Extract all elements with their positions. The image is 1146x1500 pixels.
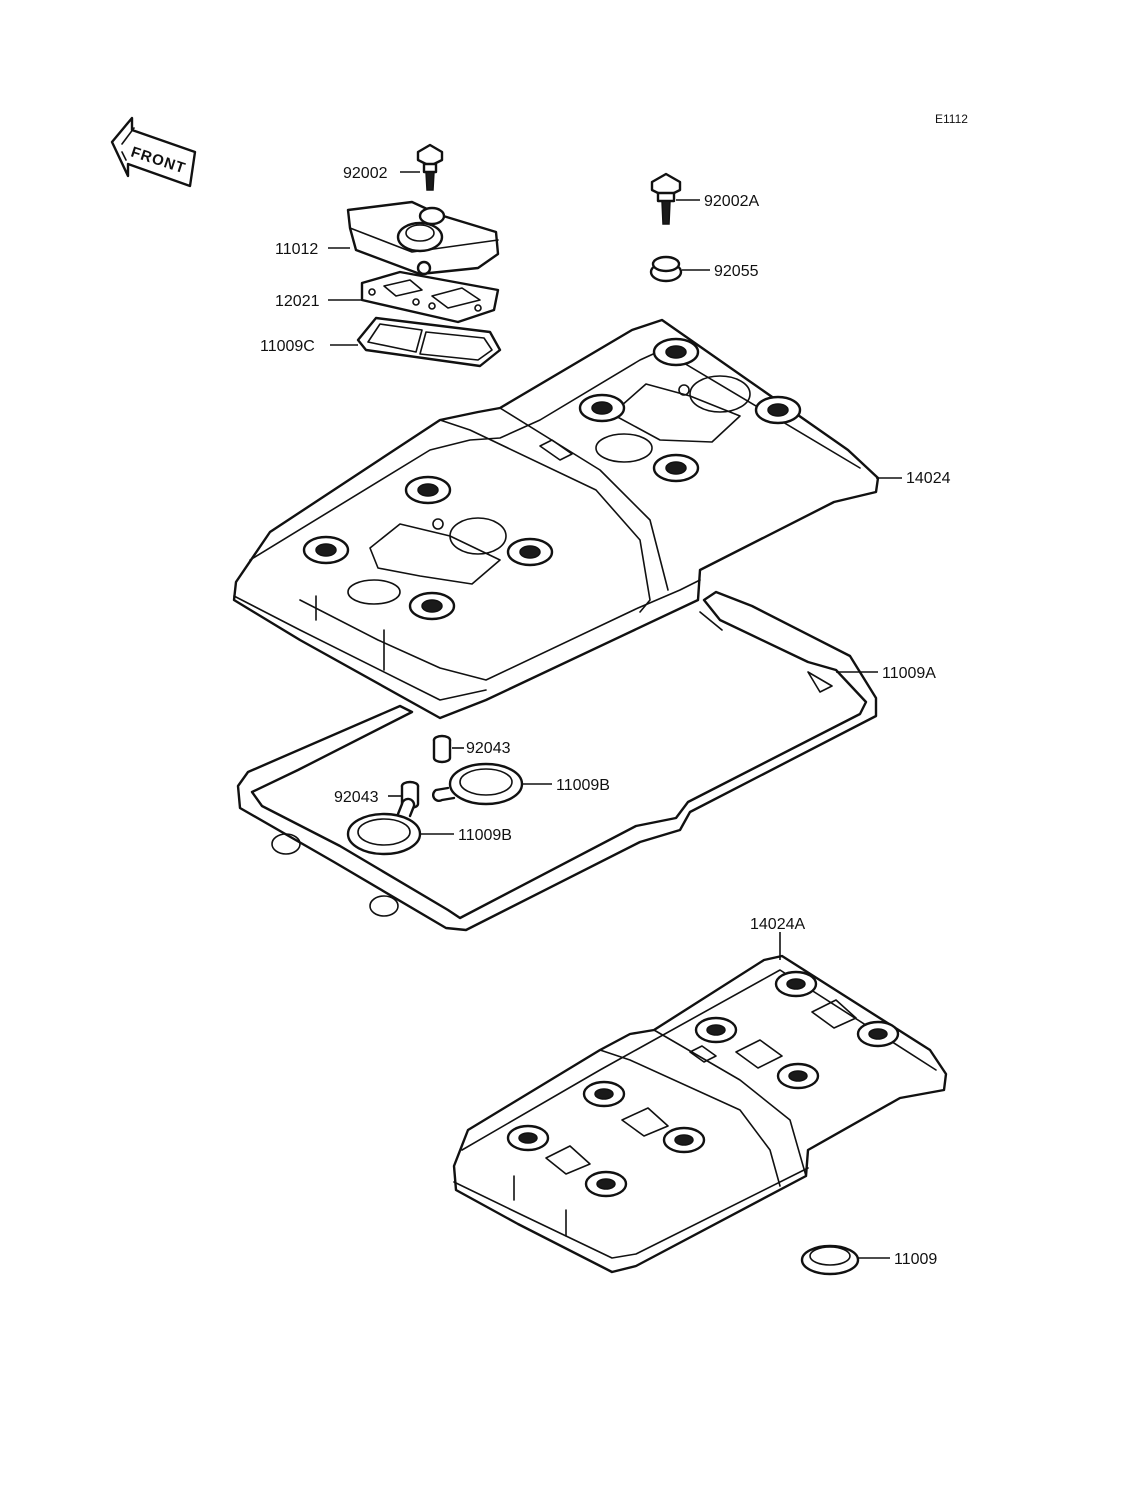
label-92043-lower: 92043 [334, 789, 379, 806]
label-11009B-upper: 11009B [556, 777, 610, 794]
dowel-pin-92043-upper [432, 734, 452, 764]
label-92055: 92055 [714, 263, 759, 280]
gasket-11009C [356, 316, 502, 368]
label-11009C: 11009C [260, 338, 315, 355]
label-11009A: 11009A [882, 665, 936, 682]
bolt-92002 [416, 143, 444, 191]
label-11009: 11009 [894, 1251, 937, 1268]
gasket-ring-11009 [800, 1244, 860, 1276]
label-12021: 12021 [275, 293, 320, 310]
label-11012: 11012 [275, 241, 318, 258]
bolt-92002A [650, 172, 682, 225]
grommet-92055 [649, 255, 683, 283]
label-14024: 14024 [906, 470, 951, 487]
head-cover-gasket-11009A [236, 590, 878, 932]
label-92043-upper: 92043 [466, 740, 511, 757]
label-92002: 92002 [343, 165, 388, 182]
label-11009B-lower: 11009B [458, 827, 512, 844]
cylinder-head-cover-14024 [232, 318, 880, 720]
spark-plug-seal-icon [302, 337, 802, 621]
label-14024A: 14024A [750, 916, 805, 933]
figure-code: E1112 [935, 112, 968, 126]
plate-12021 [360, 270, 500, 324]
plug-gasket-11009B-lower [346, 797, 422, 856]
plug-gasket-11009B-upper [431, 762, 524, 806]
label-92002A: 92002A [704, 193, 759, 210]
cylinder-head-cover-14024A [452, 954, 948, 1274]
spark-plug-seal-icon [506, 970, 900, 1198]
front-arrow-icon: FRONT [110, 116, 197, 188]
breather-cover-11012 [346, 200, 500, 276]
